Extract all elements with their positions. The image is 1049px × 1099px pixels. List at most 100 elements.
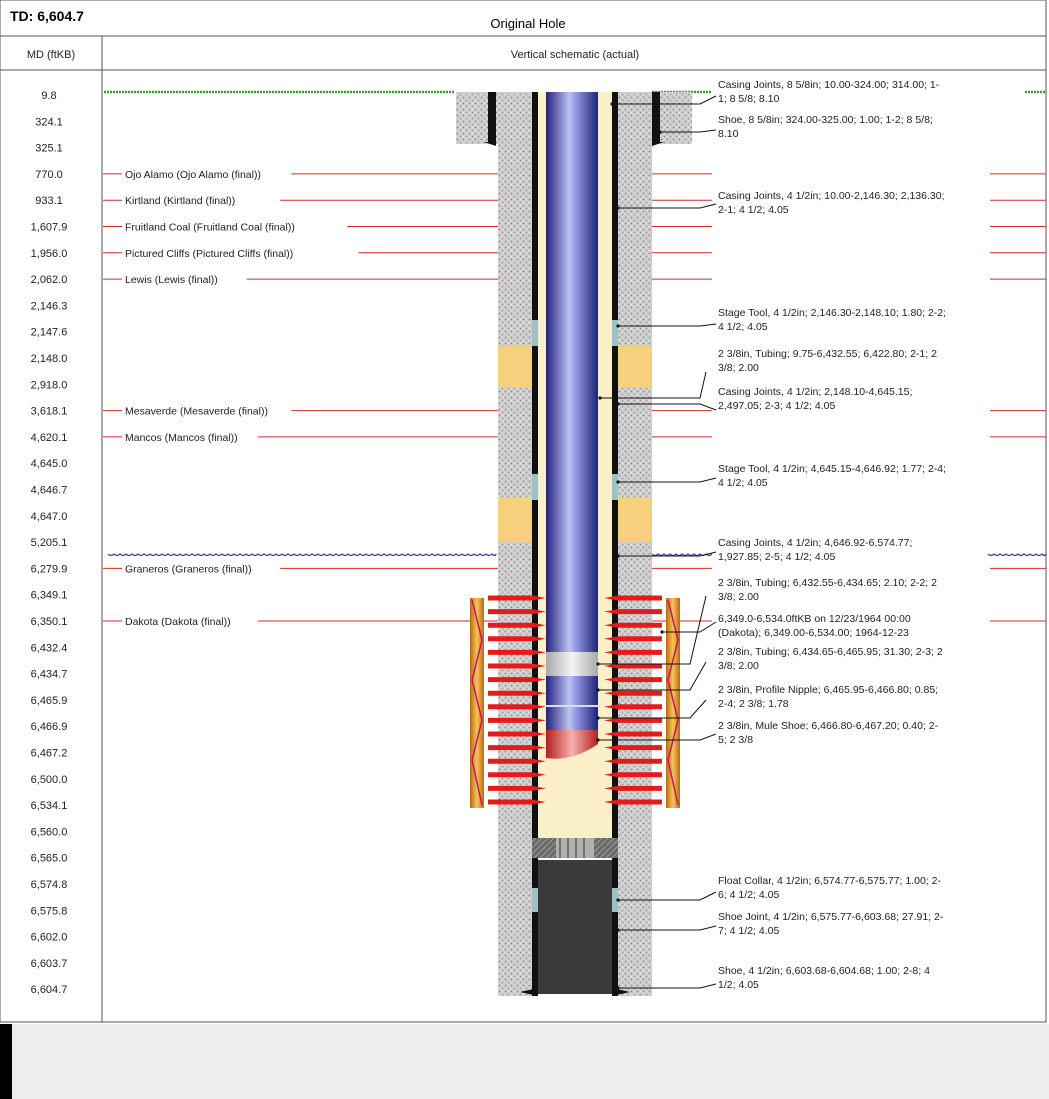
annotation-anchor (616, 986, 620, 990)
perforation-right (604, 636, 662, 642)
md-label: 3,618.1 (31, 406, 68, 418)
annotation-text: 1; 8 5/8; 8.10 (718, 93, 779, 105)
cement-right-upper (618, 92, 652, 346)
mule-shoe (546, 730, 598, 759)
md-label: 6,565.0 (31, 853, 68, 865)
annotation-text: Casing Joints, 4 1/2in; 4,646.92-6,574.7… (718, 537, 912, 549)
annotation-anchor (596, 662, 600, 666)
perforation-left (488, 649, 546, 655)
formation-tops: Ojo Alamo (Ojo Alamo (final))Kirtland (K… (103, 169, 1046, 628)
annotation-anchor (658, 130, 662, 134)
md-label: 6,432.4 (31, 642, 68, 654)
md-label: 4,646.7 (31, 485, 68, 497)
surface-shoe-left (484, 142, 496, 146)
cement-right-lower (618, 542, 652, 996)
perforation-right (604, 690, 662, 696)
outer-border (0, 0, 1047, 1023)
annotation-anchor (616, 554, 620, 558)
perforation-left (488, 636, 546, 642)
annotation-anchor (598, 396, 602, 400)
collar-threads (556, 838, 594, 858)
md-label: 325.1 (35, 143, 63, 155)
annotation-anchor (616, 324, 620, 328)
annotation-text: 2 3/8in, Tubing; 9.75-6,432.55; 6,422.80… (718, 348, 937, 360)
float-collar-right (612, 888, 618, 912)
annotation-leader (618, 323, 717, 327)
annotation-leader (618, 983, 717, 989)
annotation-text: 2 3/8in, Tubing; 6,432.55-6,434.65; 2.10… (718, 577, 937, 589)
schematic-column-header: Vertical schematic (actual) (511, 49, 639, 61)
stage-tool-2-left (532, 474, 538, 500)
section-title: Original Hole (490, 16, 565, 31)
formation-label: Pictured Cliffs (Pictured Cliffs (final)… (125, 248, 293, 260)
md-label: 324.1 (35, 116, 63, 128)
annotation-text: (Dakota); 6,349.00-6,534.00; 1964-12-23 (718, 627, 909, 639)
annotation-leader (618, 403, 717, 411)
surface-shoe-right (652, 142, 664, 146)
md-label: 2,148.0 (31, 353, 68, 365)
surface-casing-right (652, 92, 660, 142)
md-column-header: MD (ftKB) (27, 49, 75, 61)
perforation-left (488, 799, 546, 805)
total-depth-label: TD: 6,604.7 (10, 8, 84, 24)
annotation-leader (600, 371, 707, 399)
annotation-leader (662, 621, 717, 633)
md-label: 1,956.0 (31, 248, 68, 260)
annotation-leader (598, 661, 707, 691)
component-annotations: Casing Joints, 8 5/8in; 10.00-324.00; 31… (596, 79, 946, 991)
cement-left-upper (498, 92, 532, 346)
perforation-right (604, 717, 662, 723)
formation-label: Mancos (Mancos (final)) (125, 432, 238, 444)
md-label: 6,466.9 (31, 721, 68, 733)
perforation-right (604, 663, 662, 669)
annotation-leader (598, 733, 717, 741)
annotation-text: 1,927.85; 2-5; 4 1/2; 4.05 (718, 551, 836, 563)
profile-nipple (546, 706, 598, 730)
corner-mark (0, 1024, 12, 1099)
md-label: 6,560.0 (31, 826, 68, 838)
perforation-left (488, 717, 546, 723)
annotation-text: 3/8; 2.00 (718, 591, 759, 603)
md-label: 4,647.0 (31, 511, 68, 523)
production-casing (532, 92, 618, 996)
annotation-anchor (610, 102, 614, 106)
perforations (488, 595, 662, 805)
annotation-text: Casing Joints, 4 1/2in; 10.00-2,146.30; … (718, 190, 945, 202)
md-label: 6,534.1 (31, 800, 68, 812)
tubing-string (546, 92, 598, 759)
zone-pattern-right (667, 599, 679, 806)
annotation-text: Shoe, 8 5/8in; 324.00-325.00; 1.00; 1-2;… (718, 114, 933, 126)
perforation-right (604, 758, 662, 764)
annotation-text: Shoe Joint, 4 1/2in; 6,575.77-6,603.68; … (718, 911, 944, 923)
annotation-anchor (616, 480, 620, 484)
perforation-right (604, 595, 662, 601)
annotation-anchor (616, 898, 620, 902)
casing-wall-right (612, 92, 618, 996)
annotation-text: 2 3/8in, Profile Nipple; 6,465.95-6,466.… (718, 684, 938, 696)
md-label: 6,500.0 (31, 774, 68, 786)
formation-label: Mesaverde (Mesaverde (final)) (125, 406, 268, 418)
formation-label: Ojo Alamo (Ojo Alamo (final)) (125, 169, 261, 181)
md-label: 5,205.1 (31, 537, 68, 549)
perforation-left (488, 690, 546, 696)
md-label: 6,575.8 (31, 905, 68, 917)
formation-label: Graneros (Graneros (final)) (125, 563, 252, 575)
annotation-text: 2-4; 2 3/8; 1.78 (718, 698, 789, 710)
fluid-gap-right-2 (618, 498, 652, 542)
md-label: 6,604.7 (31, 984, 68, 996)
annotation-text: Casing Joints, 4 1/2in; 2,148.10-4,645.1… (718, 386, 912, 398)
annotation-anchor (596, 738, 600, 742)
tubing-lower (546, 676, 598, 706)
md-label: 6,465.9 (31, 695, 68, 707)
annotation-anchor (616, 206, 620, 210)
perforation-right (604, 649, 662, 655)
fluid-gap-left-1 (498, 346, 532, 388)
perforation-zone (470, 598, 680, 808)
annotation-anchor (596, 688, 600, 692)
formation-label: Fruitland Coal (Fruitland Coal (final)) (125, 222, 295, 234)
surface-casing (456, 92, 692, 146)
tubing-upper (546, 92, 598, 652)
water-line-far-right (987, 553, 1047, 557)
annotation-text: 6,349.0-6,534.0ftKB on 12/23/1964 00:00 (718, 613, 911, 625)
md-label: 6,279.9 (31, 563, 68, 575)
